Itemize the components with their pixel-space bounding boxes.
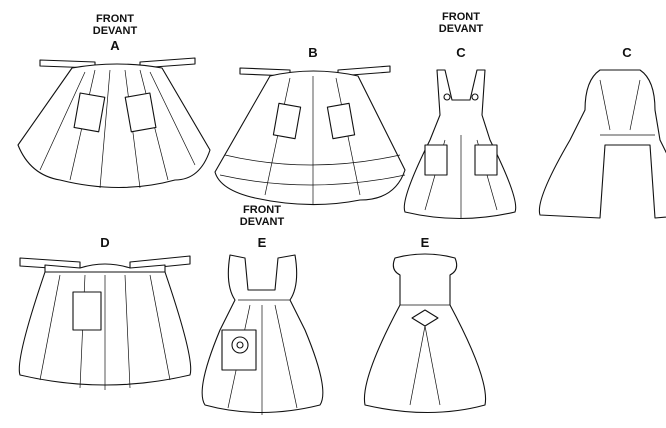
devant-label-c: DEVANT [439,23,484,35]
view-label-d: D [100,235,109,250]
devant-label-e: DEVANT [240,216,285,228]
apron-c-back-drawing [538,69,666,219]
front-label-e: FRONT [243,204,281,216]
view-label-a: A [110,38,120,53]
view-label-e-back: E [421,235,430,250]
apron-c-front-drawing [403,69,517,219]
apron-d-drawing [18,255,192,390]
view-label-e-front: E [258,235,267,250]
view-label-c-back: C [622,45,632,60]
apron-e-front-drawing [201,254,324,415]
apron-a-drawing [17,57,211,189]
front-label-c: FRONT [442,11,480,23]
devant-label-a: DEVANT [93,25,138,37]
view-label-c-front: C [456,45,466,60]
front-label-a: FRONT [96,13,134,25]
view-label-b: B [308,45,317,60]
apron-e-back-drawing [363,253,487,414]
apron-b-drawing [214,65,406,206]
